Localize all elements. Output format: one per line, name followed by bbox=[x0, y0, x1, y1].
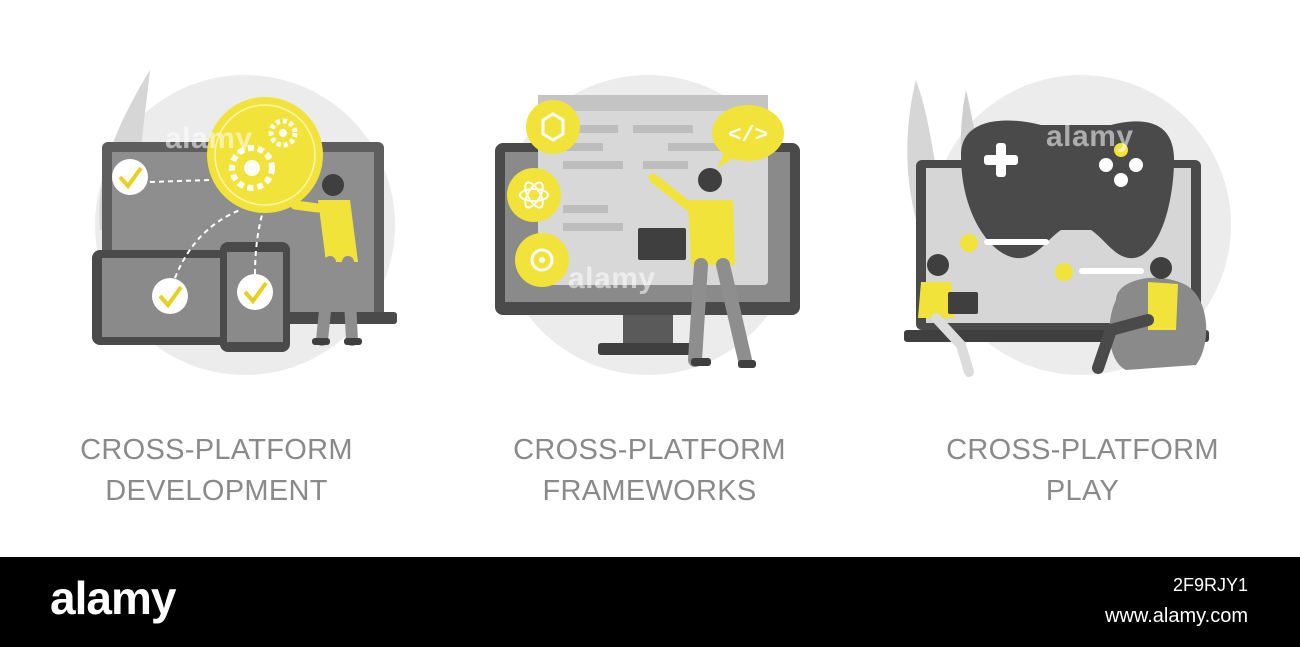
caption-line-2: FRAMEWORKS bbox=[542, 475, 757, 507]
player-tag-icon bbox=[960, 234, 1049, 252]
watermark-text: alamy bbox=[1046, 120, 1134, 153]
player-tag-icon bbox=[1055, 263, 1144, 281]
ring-icon bbox=[515, 233, 569, 287]
developer-figure bbox=[290, 174, 362, 346]
caption-frameworks: CROSS-PLATFORM FRAMEWORKS bbox=[433, 430, 866, 512]
check-icon bbox=[112, 159, 148, 195]
atom-icon bbox=[507, 168, 561, 222]
presenter-figure bbox=[638, 168, 756, 368]
alamy-logo: alamy bbox=[50, 572, 176, 624]
check-icon bbox=[152, 278, 188, 314]
gamer-figure-left bbox=[918, 254, 978, 377]
panel-play: alamy CROSS-PLATFORM PLAY bbox=[866, 0, 1299, 557]
code-icon: </> bbox=[712, 105, 784, 168]
panel-development: alamy CROSS-PLATFORM DEVELOPMENT bbox=[0, 0, 433, 557]
gamer-figure-right bbox=[1092, 257, 1207, 374]
cube-icon bbox=[526, 100, 580, 154]
gears-icon bbox=[207, 97, 323, 213]
frameworks-illustration: </> bbox=[495, 75, 800, 375]
play-illustration bbox=[904, 75, 1231, 377]
illustration-stage: alamy CROSS-PLATFORM DEVELOPMENT bbox=[0, 0, 1299, 557]
watermark-text: alamy bbox=[568, 262, 656, 295]
caption-line-2: PLAY bbox=[1045, 475, 1120, 507]
caption-play: CROSS-PLATFORM PLAY bbox=[866, 430, 1299, 512]
panel-frameworks: </> alamy CROSS-PLATFORM FRAMEWORKS bbox=[433, 0, 866, 557]
image-id: 2F9RJY1 bbox=[1172, 575, 1248, 595]
caption-line-1: CROSS-PLATFORM bbox=[513, 434, 786, 466]
caption-development: CROSS-PLATFORM DEVELOPMENT bbox=[0, 430, 433, 512]
check-icon bbox=[237, 274, 273, 310]
gamepad-icon bbox=[961, 120, 1175, 259]
caption-line-1: CROSS-PLATFORM bbox=[80, 434, 353, 466]
development-illustration bbox=[92, 70, 397, 375]
caption-line-2: DEVELOPMENT bbox=[105, 475, 328, 507]
caption-line-1: CROSS-PLATFORM bbox=[946, 434, 1219, 466]
site-url: www.alamy.com bbox=[1105, 605, 1248, 627]
svg-text:</>: </> bbox=[728, 123, 768, 148]
footer-bar: alamy 2F9RJY1 www.alamy.com bbox=[0, 557, 1300, 647]
watermark-text: alamy bbox=[165, 122, 253, 155]
